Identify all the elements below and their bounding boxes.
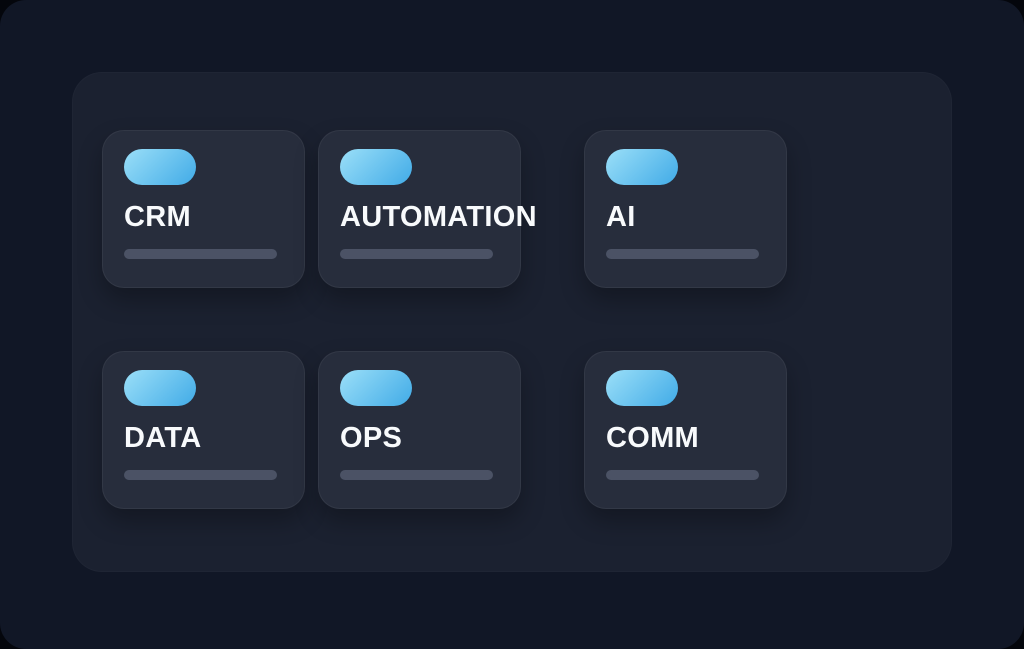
card-row-top: CRM AUTOMATION AI [102, 130, 951, 288]
module-placeholder-bar [124, 249, 277, 259]
module-placeholder-bar [124, 470, 277, 480]
module-card-ops[interactable]: OPS [318, 351, 521, 509]
module-badge-pill [606, 370, 678, 406]
module-placeholder-bar [340, 470, 493, 480]
module-label: AUTOMATION [340, 201, 537, 233]
module-badge-pill [124, 370, 196, 406]
module-label: OPS [340, 422, 403, 454]
module-card-data[interactable]: DATA [102, 351, 305, 509]
module-badge-pill [340, 370, 412, 406]
modules-panel: CRM AUTOMATION AI DATA OPS [72, 72, 952, 572]
module-placeholder-bar [340, 249, 493, 259]
module-label: AI [606, 201, 636, 233]
module-label: CRM [124, 201, 191, 233]
module-card-automation[interactable]: AUTOMATION [318, 130, 537, 288]
module-card-comm[interactable]: COMM [584, 351, 787, 509]
module-label: DATA [124, 422, 202, 454]
module-badge-pill [124, 149, 196, 185]
card-row-bottom: DATA OPS COMM [102, 351, 951, 509]
module-placeholder-bar [606, 470, 759, 480]
module-card-crm[interactable]: CRM [102, 130, 305, 288]
module-label: COMM [606, 422, 700, 454]
module-card-ai[interactable]: AI [584, 130, 787, 288]
module-badge-pill [340, 149, 412, 185]
module-badge-pill [606, 149, 678, 185]
module-placeholder-bar [606, 249, 759, 259]
